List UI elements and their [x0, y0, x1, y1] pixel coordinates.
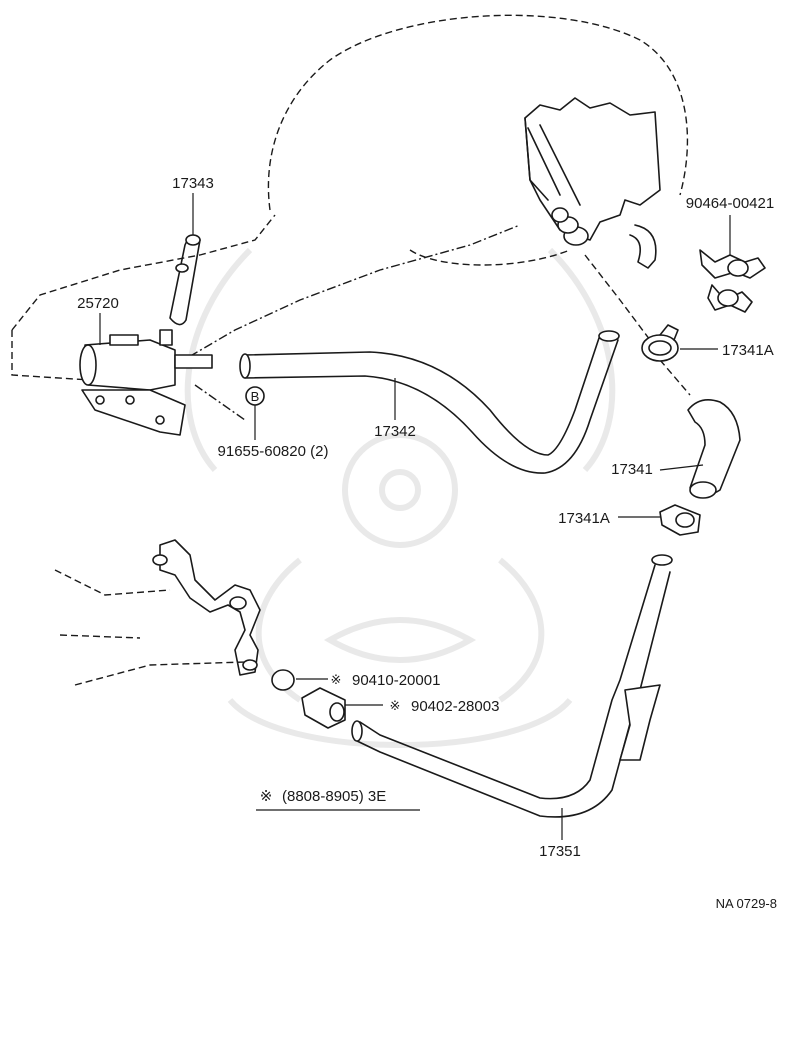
- hose-17341: [687, 399, 741, 499]
- label-17343: 17343: [172, 175, 214, 192]
- vsv-valve-25720: [79, 329, 213, 436]
- watermark-emblem: [184, 247, 616, 748]
- throttle-body: [524, 97, 661, 269]
- clamp-17341A-bottom: [659, 504, 701, 536]
- note-text: (8808-8905) 3E: [282, 788, 386, 805]
- label-17351: 17351: [539, 843, 581, 860]
- bolt-marker-letter: B: [251, 389, 260, 404]
- label-17342: 17342: [374, 423, 416, 440]
- label-90402-28003: 90402-28003: [411, 698, 499, 715]
- label-91655-60820: 91655-60820 (2): [218, 443, 329, 460]
- clip-90464: [699, 249, 766, 313]
- label-90410-20001: 90410-20001: [352, 672, 440, 689]
- pipe-17351: [351, 554, 673, 818]
- leader-lines: [99, 193, 731, 840]
- plug-90410: [271, 669, 295, 691]
- label-90464-00421: 90464-00421: [686, 195, 774, 212]
- brackets-lower-left: [152, 539, 261, 676]
- clamp-17341A-top: [641, 324, 679, 362]
- note-applicability: ※ (8808-8905) 3E: [256, 788, 420, 811]
- bolt-marker: B: [245, 386, 265, 406]
- ref-symbol-90402: ※: [390, 698, 401, 713]
- label-17341A-top: 17341A: [722, 342, 774, 359]
- figure-code: NA 0729-8: [716, 896, 777, 911]
- label-17341A-bottom: 17341A: [558, 510, 610, 527]
- engine-outline: [11, 14, 691, 686]
- hose-17343: [169, 234, 201, 326]
- label-17341: 17341: [611, 461, 653, 478]
- hose-17342: [239, 330, 620, 474]
- label-25720: 25720: [77, 295, 119, 312]
- union-90402: [301, 687, 346, 729]
- note-ref-symbol: ※: [260, 788, 273, 805]
- ref-symbol-90410: ※: [331, 672, 342, 687]
